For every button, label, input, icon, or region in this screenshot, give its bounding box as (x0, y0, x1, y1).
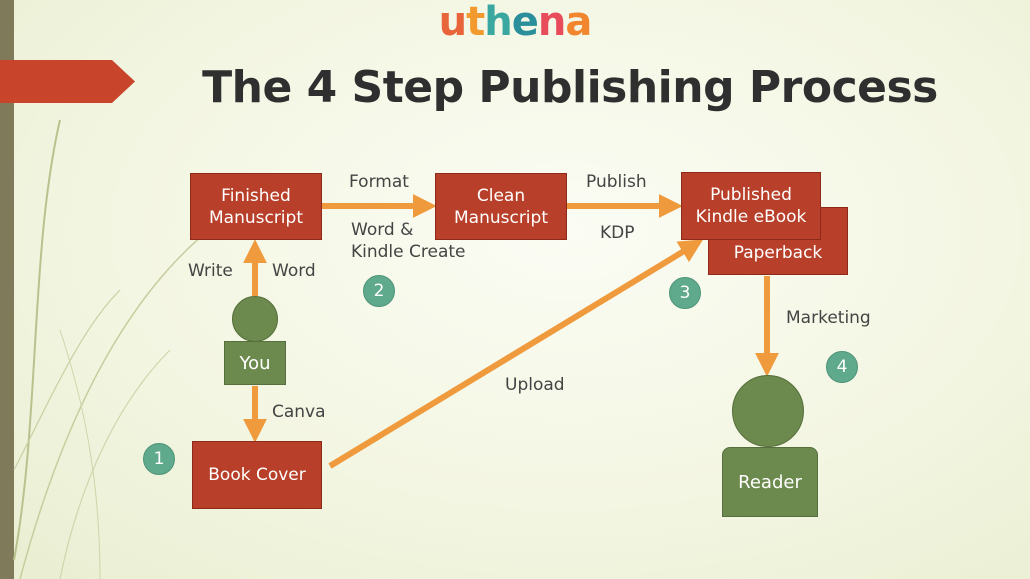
reader-head (732, 375, 804, 447)
box-finished-manuscript: Finished Manuscript (190, 173, 322, 240)
label-upload: Upload (505, 375, 565, 395)
logo-letter: t (466, 0, 485, 45)
label-word: Word (272, 261, 316, 281)
label-format: Format (349, 172, 409, 192)
box-published-kindle-ebook: Published Kindle eBook (681, 172, 821, 240)
step-1-badge: 1 (143, 443, 175, 475)
title-pointer-shape (0, 60, 135, 103)
box-book-cover: Book Cover (192, 441, 322, 509)
box-paperback: Paperback (708, 207, 848, 275)
label-word-kindle-create: Word & Kindle Create (351, 220, 466, 262)
box-clean-manuscript: Clean Manuscript (435, 173, 567, 240)
step-2-badge: 2 (363, 275, 395, 307)
you-head (232, 296, 278, 342)
paperback-label: Paperback (733, 243, 823, 263)
uthena-logo: uthena (0, 0, 1030, 44)
decorative-swoosh-lines (13, 119, 216, 579)
label-kdp: KDP (600, 223, 635, 243)
label-write: Write (188, 261, 233, 281)
logo-letter: e (511, 0, 539, 45)
you-body: You (224, 341, 286, 385)
arrow-upload (328, 239, 704, 469)
reader-body: Reader (722, 447, 818, 517)
step-3-badge: 3 (669, 277, 701, 309)
left-accent-bar (0, 0, 14, 579)
logo-letter: u (438, 0, 468, 45)
label-publish: Publish (586, 172, 647, 192)
logo-letter: a (565, 0, 592, 45)
page-title: The 4 Step Publishing Process (202, 62, 938, 113)
step-4-badge: 4 (826, 351, 858, 383)
logo-letter: n (537, 0, 567, 45)
label-canva: Canva (272, 402, 326, 422)
logo-letter: h (484, 0, 513, 45)
label-marketing: Marketing (786, 308, 871, 328)
